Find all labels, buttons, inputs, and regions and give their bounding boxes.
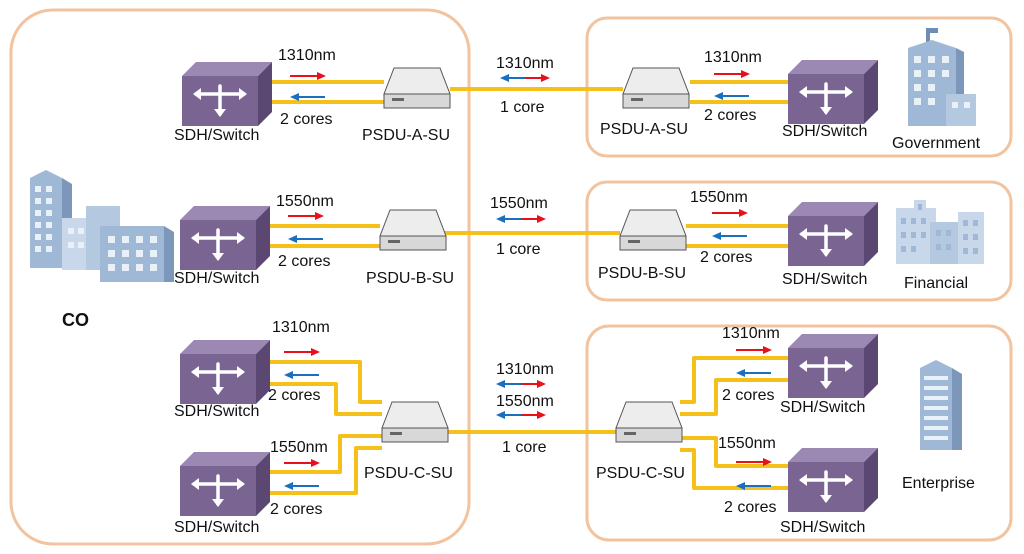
psdu-device-icon xyxy=(615,401,683,443)
sdh-switch-icon xyxy=(786,332,880,400)
co-building-icon xyxy=(30,170,174,282)
downstream-arrow-icon xyxy=(288,235,323,243)
cores-label: 2 cores xyxy=(280,111,332,128)
cores-label: 2 cores xyxy=(724,499,776,516)
sdh-switch-icon xyxy=(180,60,274,128)
sdh-switch-icon xyxy=(786,58,880,126)
fiber-line xyxy=(680,378,790,416)
wavelength-label: 1550nm xyxy=(690,189,748,206)
co-switch-label: SDH/Switch xyxy=(174,270,259,287)
cores-label: 2 cores xyxy=(270,501,322,518)
upstream-arrow-icon xyxy=(712,209,748,217)
psdu-label: PSDU-A-SU xyxy=(362,127,450,144)
downstream-arrow-icon xyxy=(736,482,771,490)
trunk-wavelength-label: 1310nm xyxy=(496,361,554,378)
psdu-label: PSDU-C-SU xyxy=(364,465,453,482)
fiber-line xyxy=(680,356,790,404)
financial-building-icon xyxy=(896,200,984,264)
sdh-switch-icon xyxy=(786,200,880,268)
fiber-line xyxy=(680,436,790,468)
downstream-arrow-icon xyxy=(284,482,319,490)
co-label: CO xyxy=(62,310,89,330)
wavelength-label: 1550nm xyxy=(718,435,776,452)
site-label: Enterprise xyxy=(902,475,975,492)
upstream-arrow-icon xyxy=(290,72,326,80)
trunk-cores-label: 1 core xyxy=(502,439,547,456)
cores-label: 2 cores xyxy=(268,387,320,404)
psdu-device-icon xyxy=(619,209,687,251)
upstream-arrow-icon xyxy=(736,346,772,354)
psdu-device-icon xyxy=(379,209,447,251)
sdh-switch-icon xyxy=(178,338,272,406)
site-label: Financial xyxy=(904,275,968,292)
cores-label: 2 cores xyxy=(700,249,752,266)
remote-switch-label: SDH/Switch xyxy=(780,399,865,416)
government-building-icon xyxy=(908,28,976,126)
psdu-device-icon xyxy=(381,401,449,443)
trunk-cores-label: 1 core xyxy=(500,99,545,116)
bidirectional-arrow-icon xyxy=(496,411,546,419)
psdu-label: PSDU-B-SU xyxy=(366,270,454,287)
cores-label: 2 cores xyxy=(722,387,774,404)
downstream-arrow-icon xyxy=(712,232,747,240)
downstream-arrow-icon xyxy=(284,371,319,379)
wavelength-label: 1310nm xyxy=(278,47,336,64)
fiber-line xyxy=(680,448,790,490)
bidirectional-arrow-icon xyxy=(500,74,550,82)
sdh-switch-icon xyxy=(786,446,880,514)
upstream-arrow-icon xyxy=(288,212,324,220)
psdu-label: PSDU-A-SU xyxy=(600,121,688,138)
psdu-label: PSDU-B-SU xyxy=(598,265,686,282)
wavelength-label: 1310nm xyxy=(722,325,780,342)
upstream-arrow-icon xyxy=(714,70,750,78)
downstream-arrow-icon xyxy=(736,369,771,377)
co-switch-label: SDH/Switch xyxy=(174,403,259,420)
fiber-line xyxy=(266,382,382,416)
trunk-cores-label: 1 core xyxy=(496,241,541,258)
co-switch-label: SDH/Switch xyxy=(174,127,259,144)
fiber-line xyxy=(266,360,382,404)
remote-switch-label: SDH/Switch xyxy=(782,123,867,140)
upstream-arrow-icon xyxy=(284,459,320,467)
fiber-line xyxy=(266,434,382,474)
trunk-wavelength-label: 1310nm xyxy=(496,55,554,72)
psdu-device-icon xyxy=(622,67,690,109)
cores-label: 2 cores xyxy=(278,253,330,270)
psdu-label: PSDU-C-SU xyxy=(596,465,685,482)
downstream-arrow-icon xyxy=(290,93,325,101)
wavelength-label: 1550nm xyxy=(276,193,334,210)
co-switch-label: SDH/Switch xyxy=(174,519,259,536)
upstream-arrow-icon xyxy=(284,348,320,356)
co-frame xyxy=(9,8,471,546)
trunk-wavelength-label: 1550nm xyxy=(490,195,548,212)
psdu-device-icon xyxy=(383,67,451,109)
downstream-arrow-icon xyxy=(714,92,749,100)
fiber-line xyxy=(266,446,382,495)
bidirectional-arrow-icon xyxy=(496,215,546,223)
financial-frame xyxy=(585,180,1013,302)
enterprise-building-icon xyxy=(920,360,962,450)
cores-label: 2 cores xyxy=(704,107,756,124)
upstream-arrow-icon xyxy=(736,458,772,466)
sdh-switch-icon xyxy=(178,204,272,272)
wavelength-label: 1310nm xyxy=(272,319,330,336)
bidirectional-arrow-icon xyxy=(496,380,546,388)
trunk-wavelength-label: 1550nm xyxy=(496,393,554,410)
remote-switch-label: SDH/Switch xyxy=(780,519,865,536)
site-label: Government xyxy=(892,135,981,152)
remote-switch-label: SDH/Switch xyxy=(782,271,867,288)
sdh-switch-icon xyxy=(178,450,272,518)
wavelength-label: 1550nm xyxy=(270,439,328,456)
wavelength-label: 1310nm xyxy=(704,49,762,66)
